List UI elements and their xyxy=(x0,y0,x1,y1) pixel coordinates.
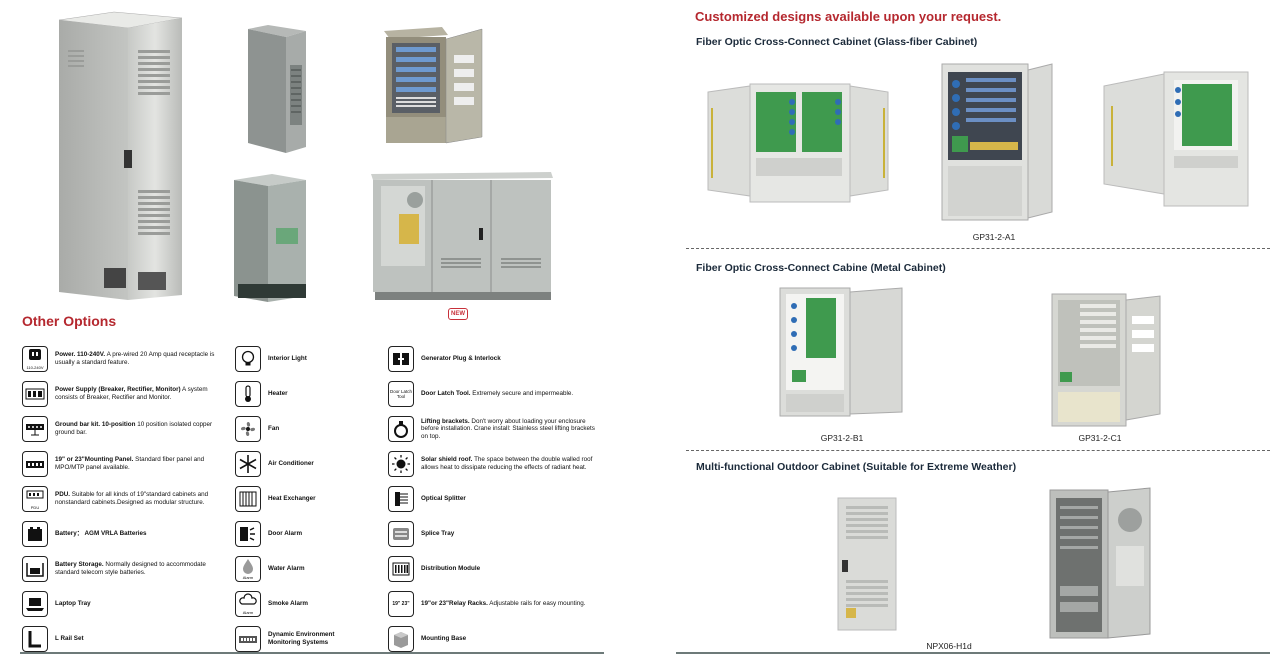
caption-gp31-2-b1: GP31-2-B1 xyxy=(820,433,864,443)
other-options-title: Other Options xyxy=(22,313,117,329)
option-monitoring-system: Dynamic Environment Monitoring Systems xyxy=(235,626,358,652)
new-badge: NEW xyxy=(448,308,468,320)
caption-npx06-h1d: NPX06-H1d xyxy=(926,641,972,651)
triple-door-cabinet-photo xyxy=(371,172,553,300)
laptop-tray-icon xyxy=(22,591,48,617)
option-distribution-module: Distribution Module xyxy=(388,556,596,582)
outdoor-cabinet-photo-1 xyxy=(834,496,900,632)
option-power: 110-240V Power. 110-240V. A pre-wired 20… xyxy=(22,346,230,372)
section-heading-glass: Fiber Optic Cross-Connect Cabinet (Glass… xyxy=(696,36,978,48)
distribution-module-icon xyxy=(388,556,414,582)
light-bulb-icon xyxy=(235,346,261,372)
option-fan: Fan xyxy=(235,416,443,442)
tall-cabinet-photo xyxy=(54,10,184,302)
option-smoke-alarm: Alarm Smoke Alarm xyxy=(235,591,443,617)
door-latch-icon: Door Latch Tool xyxy=(388,381,414,407)
battery-storage-icon xyxy=(22,556,48,582)
thermometer-icon xyxy=(235,381,261,407)
small-cabinet-ac-photo xyxy=(246,25,308,153)
option-solar-shield: Solar shield roof. The space between the… xyxy=(388,451,596,477)
open-cross-connect-photo xyxy=(382,25,486,153)
option-heater: Heater xyxy=(235,381,443,407)
relay-rack-icon: 19" 23" xyxy=(388,591,414,617)
option-door-latch: Door Latch Tool Door Latch Tool. Extreme… xyxy=(388,381,596,407)
option-mounting-panel: 19" or 23"Mounting Panel. Standard fiber… xyxy=(22,451,230,477)
option-lifting-brackets: Lifting brackets. Don't worry about load… xyxy=(388,416,596,442)
option-battery: Battery： AGM VRLA Batteries xyxy=(22,521,230,547)
glass-cabinet-photo-2 xyxy=(940,62,1056,222)
monitoring-system-icon xyxy=(235,626,261,652)
section-divider-1 xyxy=(686,248,1270,249)
option-power-supply: Power Supply (Breaker, Rectifier, Monito… xyxy=(22,381,230,407)
water-drop-icon: Alarm xyxy=(235,556,261,582)
section-heading-metal: Fiber Optic Cross-Connect Cabine (Metal … xyxy=(696,262,946,274)
optical-splitter-icon xyxy=(388,486,414,512)
mounting-base-icon xyxy=(388,626,414,652)
mounting-panel-icon xyxy=(22,451,48,477)
splice-tray-icon xyxy=(388,521,414,547)
option-optical-splitter: Optical Splitter xyxy=(388,486,596,512)
door-alarm-icon xyxy=(235,521,261,547)
heat-exchanger-icon xyxy=(235,486,261,512)
option-battery-storage: Battery Storage. Normally designed to ac… xyxy=(22,556,230,582)
option-heat-exchanger: Heat Exchanger xyxy=(235,486,443,512)
option-laptop-tray: Laptop Tray xyxy=(22,591,230,617)
glass-cabinet-photo-1 xyxy=(704,78,892,206)
fan-icon xyxy=(235,416,261,442)
caption-gp31-2-c1: GP31-2-C1 xyxy=(1078,433,1122,443)
outdoor-cabinet-photo-2 xyxy=(1046,486,1154,640)
option-splice-tray: Splice Tray xyxy=(388,521,596,547)
metal-cabinet-photo-2 xyxy=(1050,292,1162,428)
option-l-rail: L Rail Set xyxy=(22,626,230,652)
stainless-cabinet-photo xyxy=(232,174,308,302)
power-outlet-icon: 110-240V xyxy=(22,346,48,372)
option-door-alarm: Door Alarm xyxy=(235,521,443,547)
option-generator-plug: Generator Plug & Interlock xyxy=(388,346,596,372)
glass-cabinet-photo-3 xyxy=(1102,66,1250,208)
smoke-cloud-icon: Alarm xyxy=(235,591,261,617)
generator-plug-icon xyxy=(388,346,414,372)
option-air-conditioner: Air Conditioner xyxy=(235,451,443,477)
lifting-bracket-icon xyxy=(388,416,414,442)
option-interior-light: Interior Light xyxy=(235,346,443,372)
ground-bar-icon xyxy=(22,416,48,442)
option-mounting-base: Mounting Base xyxy=(388,626,596,652)
right-page: Customized designs available upon your r… xyxy=(676,0,1278,660)
option-water-alarm: Alarm Water Alarm xyxy=(235,556,443,582)
section-heading-outdoor: Multi-functional Outdoor Cabinet (Suitab… xyxy=(696,461,1017,473)
power-supply-icon xyxy=(22,381,48,407)
battery-icon xyxy=(22,521,48,547)
bottom-rule-right xyxy=(676,652,1270,654)
pdu-icon: PDU xyxy=(22,486,48,512)
custom-designs-heading: Customized designs available upon your r… xyxy=(695,9,1002,24)
section-divider-2 xyxy=(686,450,1270,451)
option-pdu: PDU PDU. Suitable for all kinds of 19"st… xyxy=(22,486,230,512)
bottom-rule xyxy=(20,652,604,654)
l-rail-icon xyxy=(22,626,48,652)
snowflake-icon xyxy=(235,451,261,477)
sun-icon xyxy=(388,451,414,477)
left-page: Other Options NEW 110-240V Power. 110-24… xyxy=(0,0,620,660)
caption-gp31-2-a1: GP31-2-A1 xyxy=(972,232,1016,242)
option-ground-bar: Ground bar kit. 10-position 10 position … xyxy=(22,416,230,442)
metal-cabinet-photo-1 xyxy=(778,286,904,418)
option-relay-racks: 19" 23" 19"or 23"Relay Racks. Adjustable… xyxy=(388,591,596,617)
